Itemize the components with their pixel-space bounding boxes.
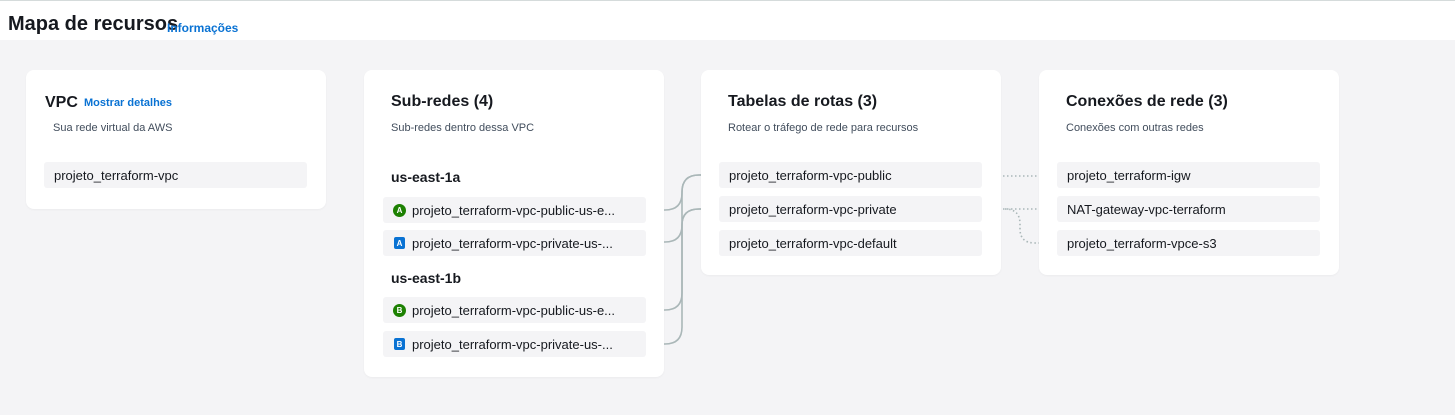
route-table-item-default[interactable]: projeto_terraform-vpc-default <box>719 230 982 256</box>
subnets-card-title: Sub-redes (4) <box>391 93 494 110</box>
az-label-us-east-1a: us-east-1a <box>391 169 461 185</box>
route-tables-card: Tabelas de rotas (3) Rotear o tráfego de… <box>701 70 1001 275</box>
subnet-item-1a-private[interactable]: A projeto_terraform-vpc-private-us-... <box>383 230 646 256</box>
connection-label: NAT-gateway-vpc-terraform <box>1067 201 1226 217</box>
route-table-label: projeto_terraform-vpc-public <box>729 167 892 183</box>
route-tables-card-subtitle: Rotear o tráfego de rede para recursos <box>728 122 919 134</box>
vpc-card-subtitle: Sua rede virtual da AWS <box>53 122 173 134</box>
route-table-label: projeto_terraform-vpc-default <box>729 235 897 251</box>
public-subnet-icon: A <box>393 203 406 217</box>
route-tables-card-title: Tabelas de rotas (3) <box>728 93 878 110</box>
vpc-item[interactable]: projeto_terraform-vpc <box>44 162 307 188</box>
connection-label: projeto_terraform-igw <box>1067 167 1191 183</box>
public-subnet-icon: B <box>393 303 406 317</box>
connection-item-vpce[interactable]: projeto_terraform-vpce-s3 <box>1057 230 1320 256</box>
page-title: Mapa de recursos <box>8 13 179 35</box>
vpc-card-title: VPC <box>45 94 78 111</box>
subnets-card: Sub-redes (4) Sub-redes dentro dessa VPC… <box>364 70 664 377</box>
route-table-item-private[interactable]: projeto_terraform-vpc-private <box>719 196 982 222</box>
connection-label: projeto_terraform-vpce-s3 <box>1067 235 1217 251</box>
subnet-item-1a-public[interactable]: A projeto_terraform-vpc-public-us-e... <box>383 197 646 223</box>
private-subnet-icon: A <box>394 237 405 249</box>
vpc-card: VPC Mostrar detalhes Sua rede virtual da… <box>26 70 326 209</box>
info-link[interactable]: Informações <box>167 21 239 35</box>
connection-item-igw[interactable]: projeto_terraform-igw <box>1057 162 1320 188</box>
subnet-item-1b-private[interactable]: B projeto_terraform-vpc-private-us-... <box>383 331 646 357</box>
subnet-label: projeto_terraform-vpc-public-us-e... <box>412 202 616 218</box>
page-header: Mapa de recursos Informações <box>0 0 1455 40</box>
subnet-label: projeto_terraform-vpc-private-us-... <box>412 336 613 352</box>
subnets-card-subtitle: Sub-redes dentro dessa VPC <box>391 122 535 134</box>
route-table-item-public[interactable]: projeto_terraform-vpc-public <box>719 162 982 188</box>
network-connections-card: Conexões de rede (3) Conexões com outras… <box>1039 70 1339 275</box>
vpc-item-label: projeto_terraform-vpc <box>54 167 179 183</box>
show-details-link[interactable]: Mostrar detalhes <box>84 97 173 109</box>
az-label-us-east-1b: us-east-1b <box>391 270 462 286</box>
private-subnet-icon: B <box>394 338 405 350</box>
network-connections-card-title: Conexões de rede (3) <box>1066 93 1228 110</box>
subnet-item-1b-public[interactable]: B projeto_terraform-vpc-public-us-e... <box>383 297 646 323</box>
subnet-label: projeto_terraform-vpc-private-us-... <box>412 235 613 251</box>
network-connections-card-subtitle: Conexões com outras redes <box>1066 122 1204 134</box>
route-table-label: projeto_terraform-vpc-private <box>729 201 897 217</box>
subnet-label: projeto_terraform-vpc-public-us-e... <box>412 302 616 318</box>
connection-item-nat-gateway[interactable]: NAT-gateway-vpc-terraform <box>1057 196 1320 222</box>
